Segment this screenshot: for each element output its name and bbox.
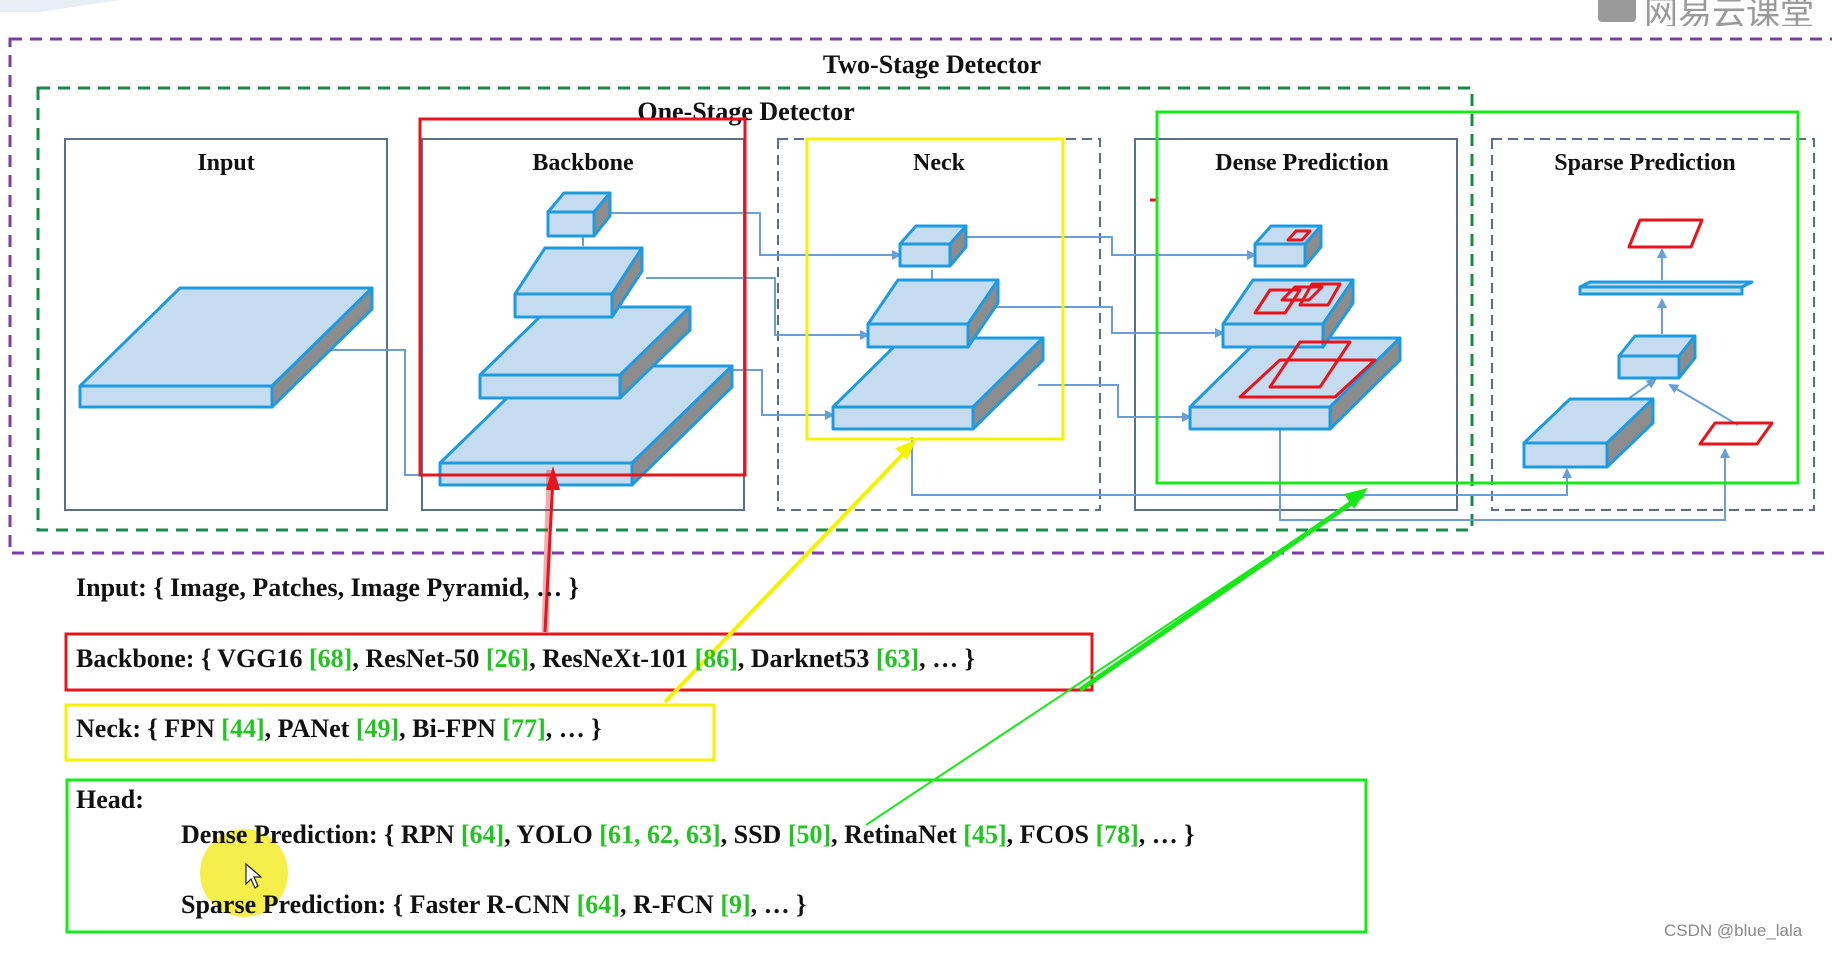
backbone-item-resnext101: ResNeXt-101	[542, 644, 695, 673]
feature-blocks	[78, 191, 1754, 487]
neck-item-bifpn: Bi-FPN	[412, 714, 503, 743]
dense-suffix: , … }	[1138, 820, 1195, 849]
input-panel-label: Input	[197, 150, 254, 176]
neck-item-fpn: FPN	[164, 714, 222, 743]
input-list-line: Input: { Image, Patches, Image Pyramid, …	[76, 573, 579, 602]
logo-icon	[1598, 0, 1636, 22]
dense-level-1	[1188, 336, 1402, 431]
backbone-item-resnet50: ResNet-50	[365, 644, 486, 673]
backbone-item-vgg16: VGG16	[217, 644, 309, 673]
backbone-suffix: , … }	[919, 644, 975, 673]
sparse-prediction-list-line: Sparse Prediction: { Faster R-CNN [64] , …	[181, 892, 806, 918]
logo-text: 网易云课堂	[1644, 0, 1814, 26]
head-list-highlight	[65, 778, 1368, 934]
sparse-ref-faster-rcnn: [64]	[576, 890, 620, 919]
sparse-feature-block	[1522, 397, 1655, 469]
dense-ref-rpn: [64]	[460, 820, 505, 849]
head-highlight	[1155, 110, 1800, 485]
dense-sep: ,	[1006, 820, 1020, 849]
neck-ref-fpn: [44]	[221, 714, 265, 743]
dense-item-ssd: SSD	[733, 820, 788, 849]
sparse-ref-rfcn: [9]	[720, 890, 751, 919]
neck-ref-panet: [49]	[355, 714, 400, 743]
backbone-ref-vgg16: [68]	[308, 644, 353, 673]
neck-suffix: , … }	[545, 714, 602, 743]
dense-item-fcos: FCOS	[1019, 820, 1096, 849]
neck-list-highlight	[64, 703, 716, 762]
neck-level-1	[831, 336, 1045, 431]
head-label: Head:	[76, 785, 144, 814]
dense-sep: ,	[831, 820, 845, 849]
backbone-highlight	[418, 117, 747, 477]
dense-item-yolo: YOLO	[516, 820, 600, 849]
neck-panel-label: Neck	[913, 150, 966, 176]
dense-ref-yolo: [61, 62, 63]	[599, 820, 721, 849]
dense-item-retinanet: RetinaNet	[844, 820, 964, 849]
sparse-prediction-panel-label: Sparse Prediction	[1554, 150, 1736, 176]
sparse-roi-block	[1617, 334, 1697, 380]
backbone-list-highlight	[64, 632, 1094, 692]
neck-item-panet: PANet	[277, 714, 356, 743]
netease-cloud-classroom-logo: 网易云课堂	[1598, 0, 1832, 26]
sparse-sep: ,	[619, 890, 633, 919]
backbone-ref-resnext101: [86]	[694, 644, 738, 673]
two-stage-frame	[8, 37, 1832, 555]
neck-list-line: Neck: { FPN [44], PANet [49], Bi-FPN [77…	[76, 716, 601, 742]
mouse-cursor-icon	[245, 862, 263, 889]
neck-prefix: Neck: {	[76, 714, 165, 743]
sparse-prediction-panel	[1491, 138, 1815, 511]
backbone-ref-darknet53: [63]	[875, 644, 920, 673]
dense-prefix: Dense Prediction: {	[181, 820, 401, 849]
backbone-ref-resnet50: [26]	[485, 644, 530, 673]
pointer-arrows	[541, 440, 1368, 826]
backbone-list-line: Backbone: { VGG16 [68], ResNet-50 [26] , …	[76, 646, 975, 672]
neck-sep: ,	[264, 714, 278, 743]
dense-sep: ,	[504, 820, 517, 849]
neck-level-3	[898, 224, 968, 268]
neck-ref-bifpn: [77]	[502, 714, 546, 743]
csdn-watermark: CSDN @blue_lala	[1664, 921, 1803, 940]
two-stage-title: Two-Stage Detector	[823, 50, 1041, 79]
sparse-prefix: Sparse Prediction: {	[181, 890, 410, 919]
backbone-level-2	[478, 305, 692, 400]
sparse-suffix: , … }	[750, 890, 807, 919]
backbone-prefix: Backbone: {	[76, 644, 218, 673]
neck-sep: ,	[399, 714, 413, 743]
dense-ref-fcos: [78]	[1095, 820, 1139, 849]
backbone-level-3	[513, 246, 644, 319]
dense-ref-ssd: [50]	[787, 820, 832, 849]
cursor-spotlight	[200, 829, 288, 917]
neck-level-2	[866, 278, 1000, 349]
input-image-block	[78, 286, 374, 409]
one-stage-frame	[36, 86, 1474, 532]
dense-prediction-panel-label: Dense Prediction	[1215, 150, 1389, 176]
detection-boxes	[1238, 218, 1774, 446]
corner-ribbon	[0, 0, 120, 12]
backbone-sep: ,	[352, 644, 366, 673]
backbone-panel-label: Backbone	[532, 150, 634, 176]
input-panel	[64, 138, 388, 511]
dense-ref-retinanet: [45]	[963, 820, 1007, 849]
dense-item-rpn: RPN	[400, 820, 461, 849]
dense-prediction-list-line: Dense Prediction: { RPN [64], YOLO [61, …	[181, 822, 1195, 848]
sparse-item-faster-rcnn: Faster R-CNN	[409, 890, 577, 919]
backbone-level-4	[546, 191, 612, 238]
backbone-sep: ,	[529, 644, 543, 673]
sparse-fc-bar	[1578, 280, 1754, 296]
neck-highlight	[805, 137, 1065, 441]
backbone-item-darknet53: Darknet53	[750, 644, 876, 673]
dense-prediction-panel	[1134, 138, 1458, 511]
backbone-sep: ,	[737, 644, 751, 673]
sparse-item-rfcn: R-FCN	[632, 890, 721, 919]
dense-sep: ,	[720, 820, 734, 849]
